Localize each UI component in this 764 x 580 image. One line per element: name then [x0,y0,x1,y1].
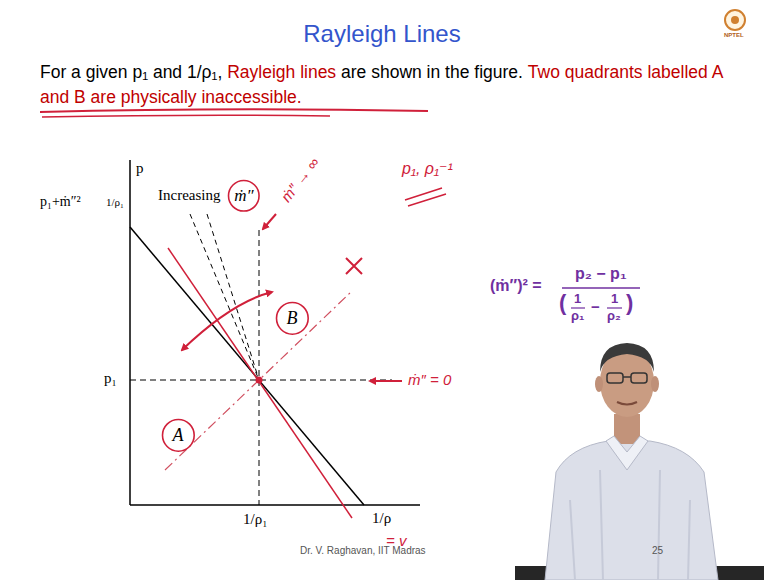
slide-title: Rayleigh Lines [0,20,764,48]
intro-paragraph: For a given p₁ and 1/ρ₁,Rayleigh linesar… [40,60,745,109]
hand-note: ṁ″ = 0 [408,371,451,388]
equation-term: p₂ − p₁ [575,265,627,283]
hand-note: p₁, ρ₁⁻¹ [402,160,453,178]
pointer-arrow [370,380,402,382]
equation-term: 1 [611,292,618,307]
mark-text: ṁ″ [234,186,253,206]
logo-dot [731,16,739,24]
circled-mark: A [161,418,196,453]
hand-note: ṁ″ → ∞ [277,154,323,205]
inaccessible-line [165,291,352,470]
equation-term: − [591,298,600,315]
vertical-guide [259,230,260,505]
footer-credit: Dr. V. Raghavan, IIT Madras [300,545,426,557]
equation-term: (ṁ″)² = [490,277,542,295]
intercept-label: 1/ρ₁ [106,196,124,209]
logo-text: NPTEL [724,32,744,39]
paragraph-text: For a given p₁ and 1/ρ₁, [40,62,222,82]
fraction-bar [562,287,640,289]
circled-mark: ṁ″ [227,179,261,213]
circled-mark: B [275,301,310,336]
equation-term: ρ₁ [571,309,584,324]
rayleigh-line [190,214,259,380]
mark-text: A [173,425,184,446]
hand-underline [405,188,446,206]
circle-outline [276,302,308,334]
axis-value: p₁ [104,370,117,387]
rayleigh-line [130,227,364,505]
equation-term: ρ₂ [607,309,621,324]
hand-underline [40,109,428,112]
paragraph-text: Rayleigh lines [227,62,336,82]
cross-mark [346,258,362,274]
axis-label: 1/ρ [372,510,391,527]
state-point [256,377,263,384]
pointer-arrow [263,214,276,229]
intercept-label: p₁+ṁ″² [40,194,81,210]
hand-underline [42,115,330,117]
equation-term: ( [559,290,566,315]
rayleigh-line [207,214,259,380]
axis-value: 1/ρ₁ [243,511,267,528]
trend-label: Increasing [158,187,220,204]
circle-outline [162,419,194,451]
p-axis [129,160,131,505]
paragraph-text: are shown in the figure. [341,62,523,82]
page-number: 25 [652,545,663,557]
double-arrow [182,292,272,350]
axis-label: p [136,160,144,177]
logo-ring [725,10,745,30]
mark-text: B [287,308,298,329]
equation-term: ) [626,290,633,315]
equation-term: 1 [574,292,581,307]
circle-outline [229,181,260,212]
volume-axis [130,504,420,506]
lecturer-video [515,343,764,580]
hand-line [168,248,352,518]
